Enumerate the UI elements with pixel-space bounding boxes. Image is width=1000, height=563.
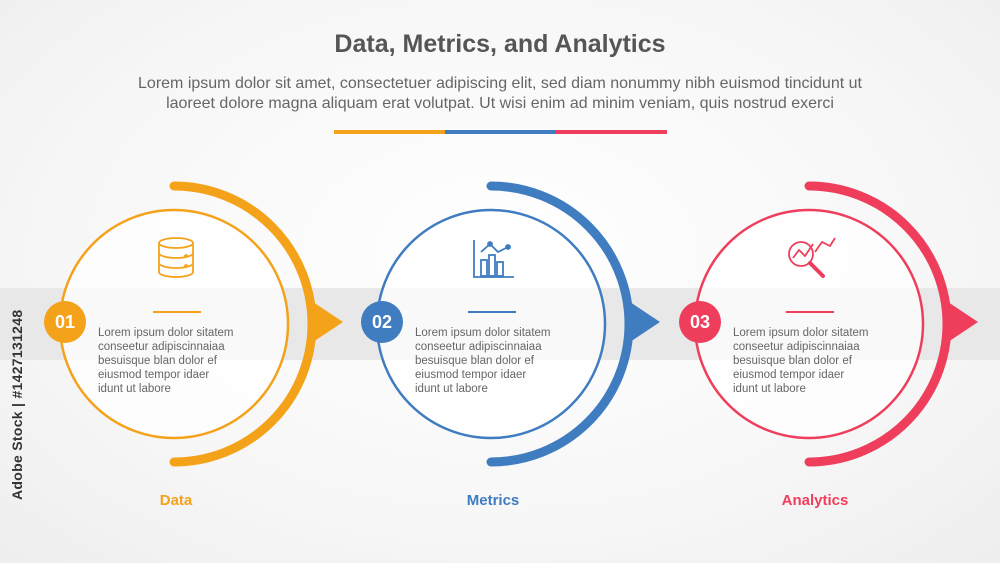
step-3-number-badge: 03 — [679, 301, 721, 343]
divider-blue — [445, 130, 556, 134]
divider-orange — [334, 130, 445, 134]
step-1-line-4: eiusmod tempor idaer — [98, 369, 210, 381]
step-2-line-1: Lorem ipsum dolor sitatem — [415, 327, 551, 339]
step-3-graphic — [693, 181, 978, 467]
step-1-graphic — [58, 181, 343, 467]
step-1-line-5: idunt ut labore — [98, 383, 171, 395]
step-3-line-2: conseetur adipiscinnaiaa — [733, 341, 860, 353]
bar-chart-icon — [473, 240, 514, 278]
step-2-arrow — [627, 300, 660, 344]
step-2-line-3: besuisque blan dolor ef — [415, 355, 534, 367]
step-3-arrow — [945, 300, 978, 344]
step-3-line-1: Lorem ipsum dolor sitatem — [733, 327, 869, 339]
step-3-label: Analytics — [781, 492, 849, 509]
step-1-line-2: conseetur adipiscinnaiaa — [98, 341, 225, 353]
step-1-number-badge: 01 — [44, 301, 86, 343]
step-3-description: Lorem ipsum dolor sitatem conseetur adip… — [733, 326, 903, 396]
title: Data, Metrics, and Analytics — [334, 30, 666, 58]
step-1-description: Lorem ipsum dolor sitatem conseetur adip… — [98, 326, 268, 396]
step-3-line-5: idunt ut labore — [733, 383, 806, 395]
step-1-arrow — [310, 300, 343, 344]
database-icon — [158, 237, 194, 278]
magnifier-analytics-icon — [788, 237, 836, 278]
step-3-line-4: eiusmod tempor idaer — [733, 369, 845, 381]
step-2-line-4: eiusmod tempor idaer — [415, 369, 527, 381]
step-1-circle — [58, 208, 290, 440]
subtitle-line-2: laoreet dolore magna aliquam erat volutp… — [166, 95, 834, 112]
step-2-graphic — [375, 181, 660, 467]
step-1-line-1: Lorem ipsum dolor sitatem — [98, 327, 234, 339]
step-2-number-badge: 02 — [361, 301, 403, 343]
step-2-line-5: idunt ut labore — [415, 383, 488, 395]
step-2-description: Lorem ipsum dolor sitatem conseetur adip… — [415, 326, 585, 396]
subtitle-line-1: Lorem ipsum dolor sit amet, consectetuer… — [138, 75, 862, 92]
step-2-line-2: conseetur adipiscinnaiaa — [415, 341, 542, 353]
step-2-label: Metrics — [466, 492, 520, 509]
step-1-line-3: besuisque blan dolor ef — [98, 355, 217, 367]
step-3-line-3: besuisque blan dolor ef — [733, 355, 852, 367]
watermark-text: Adobe Stock | #1427131248 — [9, 309, 25, 500]
divider-red — [556, 130, 667, 134]
step-1-label: Data — [159, 492, 193, 509]
subtitle: Lorem ipsum dolor sit amet, consectetuer… — [60, 74, 940, 114]
